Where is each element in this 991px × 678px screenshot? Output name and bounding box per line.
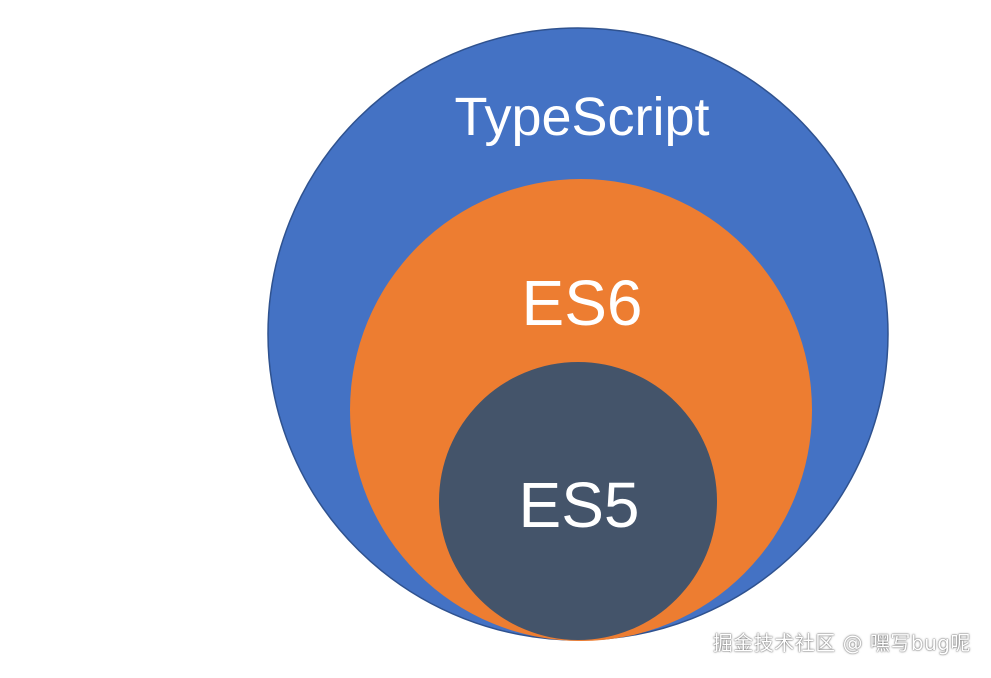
es6-label: ES6 [522, 267, 643, 339]
es5-label: ES5 [519, 469, 640, 541]
es5-circle [439, 362, 717, 640]
watermark-text: 掘金技术社区 @ 嘿写bug呢 [712, 631, 971, 655]
typescript-label: TypeScript [454, 87, 709, 147]
